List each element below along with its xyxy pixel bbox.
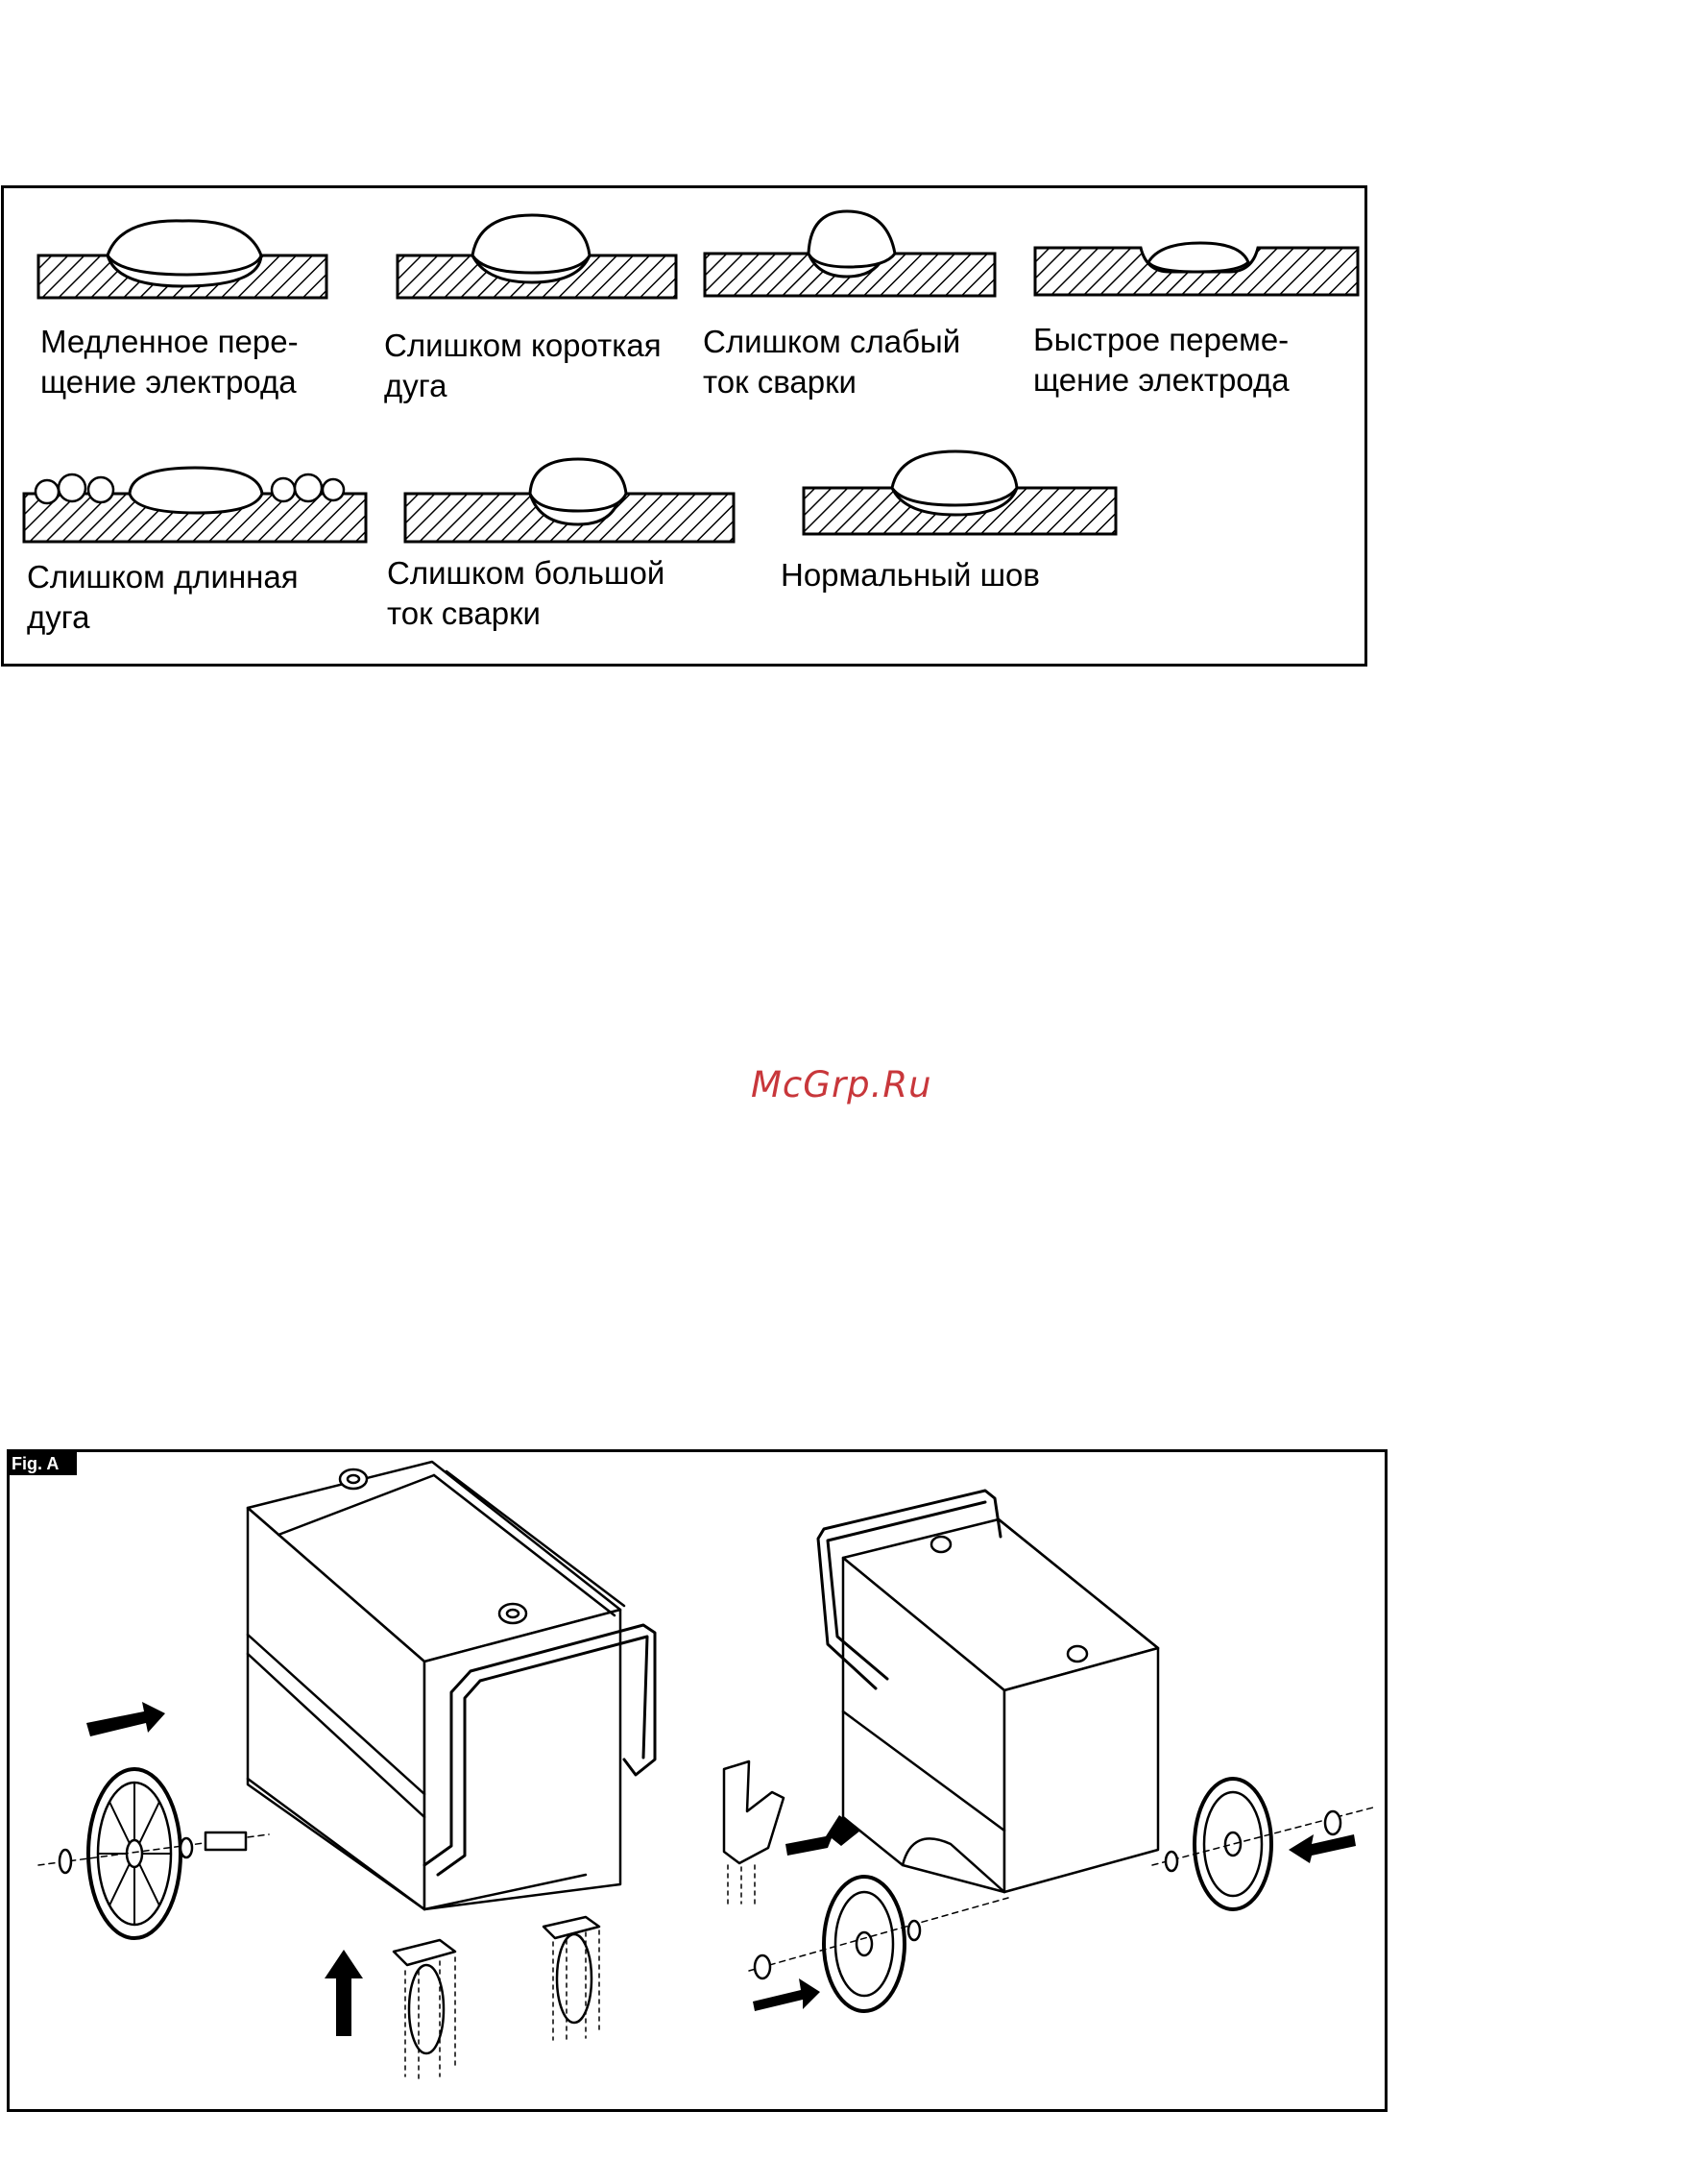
left-welder-wheel bbox=[38, 1769, 269, 1938]
right-welder-body bbox=[843, 1519, 1158, 1892]
bead-weak-current-label: Слишком слабый ток сварки bbox=[703, 322, 960, 402]
left-welder-casters bbox=[394, 1917, 599, 2082]
welder-assembly-illustration bbox=[10, 1452, 1383, 2109]
bead-normal-drawing bbox=[804, 449, 1116, 538]
bead-fast-electrode-label: Быстрое переме- щение электрода bbox=[1033, 320, 1290, 400]
bead-weak-current-drawing bbox=[705, 209, 995, 298]
bead-strong-current-label: Слишком большой ток сварки bbox=[387, 553, 664, 634]
bead-short-arc-label: Слишком короткая дуга bbox=[384, 326, 662, 406]
watermark: McGrp.Ru bbox=[751, 1064, 932, 1105]
bead-long-arc-label: Слишком длинная дуга bbox=[27, 557, 299, 638]
bead-slow-electrode-label: Медленное пере- щение электрода bbox=[40, 322, 299, 402]
bead-strong-current-drawing bbox=[405, 457, 734, 544]
bead-normal-label: Нормальный шов bbox=[781, 555, 1040, 595]
left-welder-body bbox=[248, 1462, 624, 1909]
bead-fast-electrode-drawing bbox=[1035, 245, 1358, 298]
bead-short-arc-drawing bbox=[398, 213, 676, 300]
right-welder-bracket bbox=[724, 1761, 784, 1904]
bead-long-arc-drawing bbox=[24, 465, 366, 544]
bead-slow-electrode-drawing bbox=[38, 219, 326, 301]
